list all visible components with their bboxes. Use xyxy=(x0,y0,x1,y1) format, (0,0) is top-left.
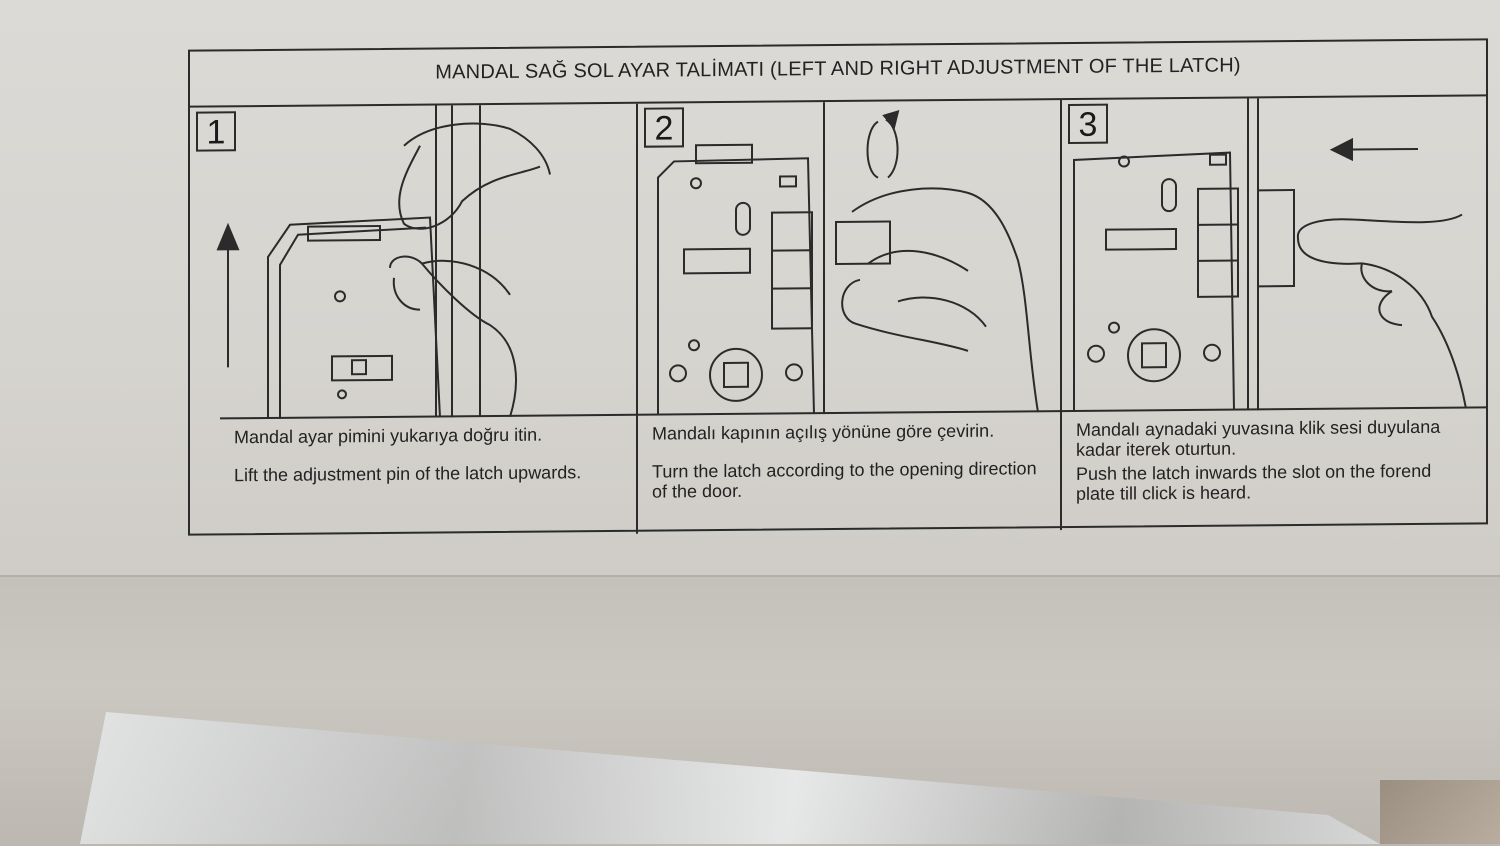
step-2-english-text: Turn the latch according to the opening … xyxy=(652,458,1037,502)
step-2-turkish-text: Mandalı kapının açılış yönüne göre çevir… xyxy=(652,420,995,444)
step-3-illustration: 3 xyxy=(1062,96,1486,414)
step-2-caption: Mandalı kapının açılış yönüne göre çevir… xyxy=(638,412,1062,534)
lift-pin-drawing xyxy=(216,105,551,419)
turn-latch-drawing xyxy=(657,102,1039,416)
instruction-sheet: MANDAL SAĞ SOL AYAR TALİMATI (LEFT AND R… xyxy=(188,38,1488,539)
step-1-turkish-text: Mandal ayar pimini yukarıya doğru itin. xyxy=(234,424,543,448)
caption-row: Mandal ayar pimini yukarıya doğru itin. … xyxy=(220,406,1486,538)
step-1-caption: Mandal ayar pimini yukarıya doğru itin. … xyxy=(220,415,638,538)
step-1-illustration: 1 xyxy=(190,103,638,422)
wood-piece xyxy=(1380,780,1500,844)
step-3-caption: Mandalı aynadaki yuvasına klik sesi duyu… xyxy=(1062,408,1486,530)
rotate-arrow-icon xyxy=(866,120,879,179)
step-3-turkish-text: Mandalı aynadaki yuvasına klik sesi duyu… xyxy=(1076,416,1441,460)
step-2-illustration: 2 xyxy=(638,100,1062,418)
illustration-row: 1 xyxy=(190,94,1486,422)
push-latch-drawing xyxy=(1073,98,1467,412)
step-3-english-text: Push the latch inwards the slot on the f… xyxy=(1076,460,1432,504)
step-1-english-text: Lift the adjustment pin of the latch upw… xyxy=(234,462,582,486)
cardboard-background xyxy=(0,0,1500,580)
